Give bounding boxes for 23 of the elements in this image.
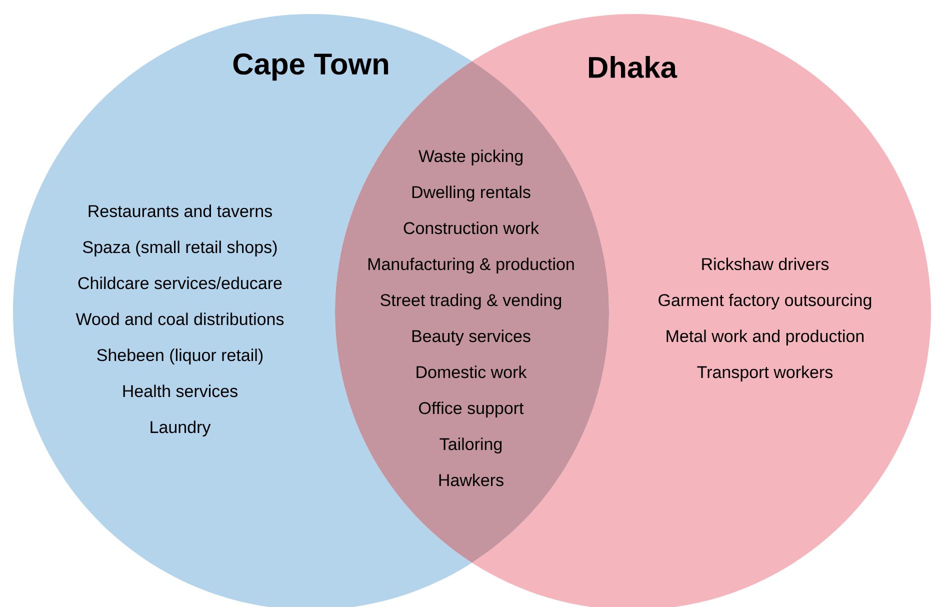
list-item: Transport workers [697, 366, 833, 382]
list-item: Restaurants and taverns [88, 204, 272, 218]
list-item: Wood and coal distributions [76, 312, 284, 326]
list-item: Manufacturing & production [368, 258, 574, 274]
list-item: Hawkers [439, 474, 504, 486]
list-item: Metal work and production [666, 330, 864, 346]
list-item: Tailoring [440, 438, 502, 454]
list-item: Construction work [404, 222, 540, 234]
list-item: Laundry [150, 420, 211, 437]
list-item: Beauty services [412, 330, 530, 346]
list-item: Spaza (small retail shops) [83, 240, 277, 257]
list-item: Domestic work [416, 366, 527, 378]
list-item: Dwelling rentals [412, 186, 530, 202]
list-item: Office support [419, 402, 524, 418]
list-item: Waste picking [418, 150, 522, 166]
list-item: Shebeen (liquor retail) [97, 348, 263, 365]
list-item: Health services [123, 384, 238, 398]
circle-title: Cape Town [233, 53, 388, 81]
list-item: Street trading & vending [380, 294, 562, 310]
list-item: Rickshaw drivers [702, 258, 829, 270]
list-item: Childcare services/educare [78, 276, 282, 290]
list-item: Garment factory outsourcing [658, 294, 872, 310]
circle-title: Dhaka [589, 56, 678, 78]
